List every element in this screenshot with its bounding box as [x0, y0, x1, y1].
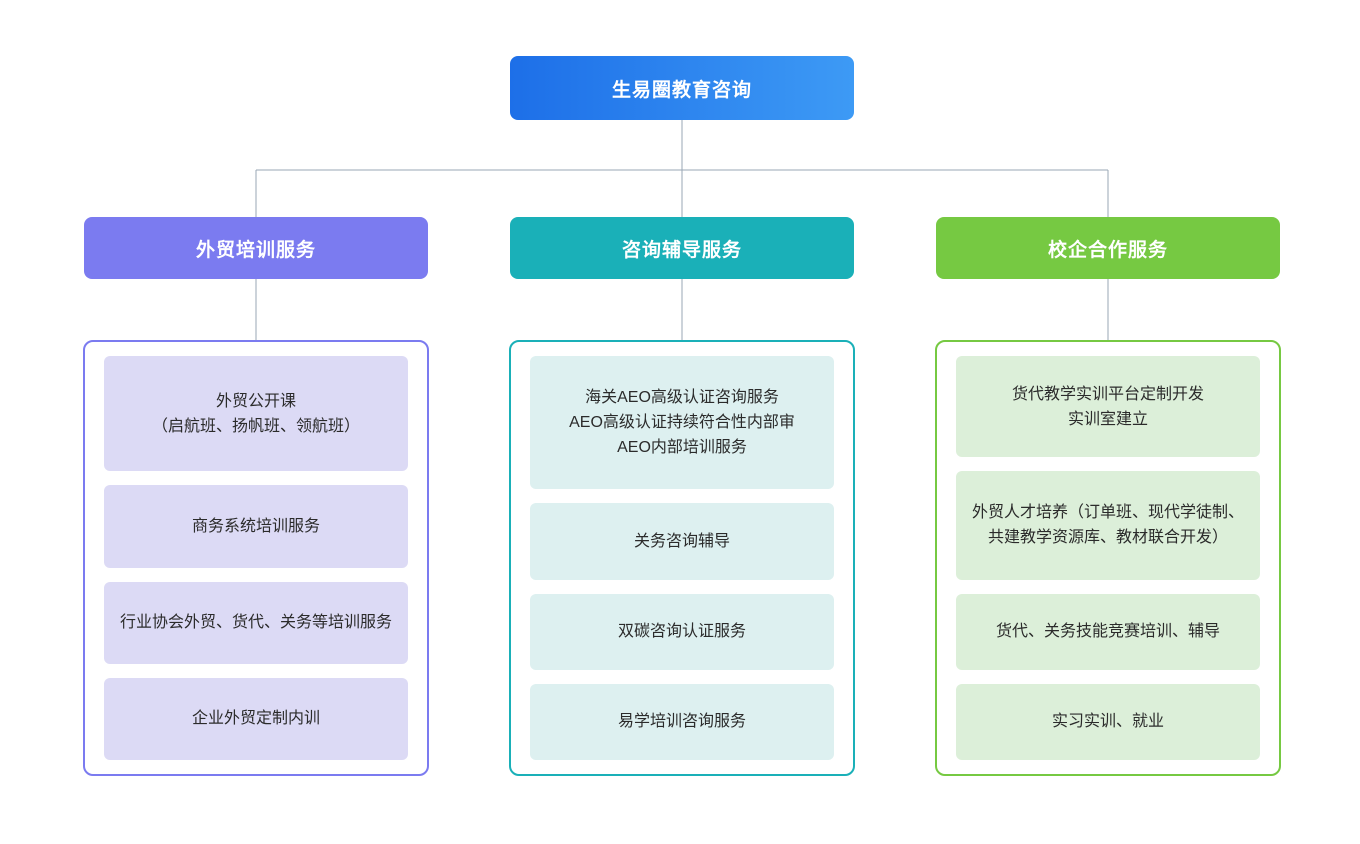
- branch-items-school-enterprise-cooperation: 货代教学实训平台定制开发 实训室建立 外贸人才培养（订单班、现代学徒制、共建教学…: [935, 340, 1281, 776]
- branch-items-consulting-coaching: 海关AEO高级认证咨询服务 AEO高级认证持续符合性内部审 AEO内部培训服务 …: [509, 340, 855, 776]
- list-item[interactable]: 实习实训、就业: [956, 683, 1260, 760]
- list-item[interactable]: 易学培训咨询服务: [530, 683, 834, 760]
- branch-header-foreign-trade-training[interactable]: 外贸培训服务: [84, 217, 428, 279]
- list-item[interactable]: 双碳咨询认证服务: [530, 593, 834, 670]
- branch-header-school-enterprise-cooperation[interactable]: 校企合作服务: [936, 217, 1280, 279]
- branch-header-consulting-coaching[interactable]: 咨询辅导服务: [510, 217, 854, 279]
- list-item[interactable]: 外贸公开课 （启航班、扬帆班、领航班）: [104, 356, 408, 472]
- list-item[interactable]: 货代、关务技能竞赛培训、辅导: [956, 593, 1260, 670]
- branch-items-foreign-trade-training: 外贸公开课 （启航班、扬帆班、领航班） 商务系统培训服务 行业协会外贸、货代、关…: [83, 340, 429, 776]
- list-item[interactable]: 商务系统培训服务: [104, 485, 408, 568]
- list-item[interactable]: 外贸人才培养（订单班、现代学徒制、共建教学资源库、教材联合开发）: [956, 471, 1260, 580]
- list-item[interactable]: 海关AEO高级认证咨询服务 AEO高级认证持续符合性内部审 AEO内部培训服务: [530, 356, 834, 490]
- list-item[interactable]: 货代教学实训平台定制开发 实训室建立: [956, 356, 1260, 458]
- list-item[interactable]: 企业外贸定制内训: [104, 677, 408, 761]
- list-item[interactable]: 行业协会外贸、货代、关务等培训服务: [104, 581, 408, 664]
- list-item[interactable]: 关务咨询辅导: [530, 503, 834, 580]
- root-node[interactable]: 生易圈教育咨询: [510, 56, 854, 120]
